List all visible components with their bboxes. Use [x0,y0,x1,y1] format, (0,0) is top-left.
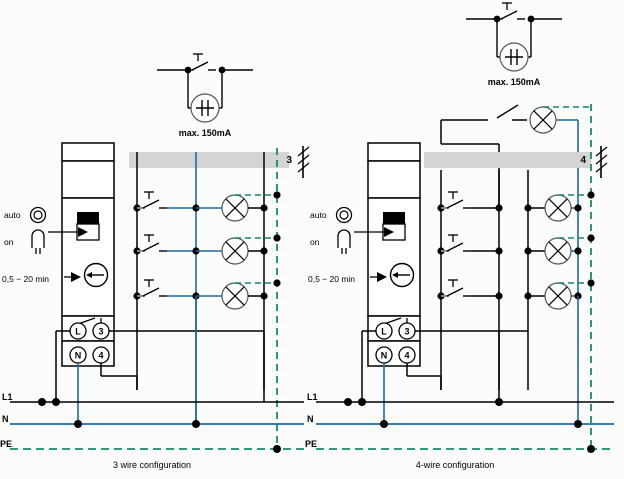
junction-dot [358,398,366,406]
on-mode-lamp-icon [31,229,45,248]
right-glow-lamp-label: max. 150mA [488,77,541,87]
junction-dot [38,398,46,406]
glow-lamp-icon [499,42,529,72]
right-module-annotations: auto on 0,5 − 20 min [308,206,394,284]
terminal-N-label: N [381,351,388,361]
terminal-4-label: 4 [98,351,103,361]
right-bus-label-N: N [307,414,314,424]
right-auto-label: auto [310,210,327,220]
terminal-4-label: 4 [404,351,409,361]
left-bus-label-N: N [2,414,9,424]
junction-dot [587,234,595,242]
terminal-3-label: 3 [98,327,103,337]
right-diagram-group: max. 150mA 4 [305,2,614,470]
right-glow-lamp-circuit: max. 150mA [466,2,562,87]
junction-dot [273,445,281,453]
left-time-range-label: 0,5 − 20 min [2,274,49,284]
junction-dot [52,398,60,406]
junction-dot [495,204,503,212]
junction-dot [260,204,268,212]
junction-dot [273,279,281,287]
right-row-2 [437,234,595,265]
right-bus-label-PE: PE [305,439,317,449]
right-wall-band [424,152,591,168]
time-pointer-arrow [71,272,81,282]
left-bus-label-L1: L1 [2,392,13,402]
auto-mode-icon-inner [33,210,43,220]
junction-dot [260,247,268,255]
right-row-1 [437,191,595,222]
lamp-3 [544,282,572,310]
left-band-number: 3 [286,155,292,166]
junction-dot [574,420,582,428]
terminal-L-label: L [75,327,81,337]
junction-dot [273,191,281,199]
left-bus-label-PE: PE [0,439,12,449]
auto-mode-icon-inner [339,210,349,220]
left-auto-label: auto [4,210,21,220]
junction-dot [587,191,595,199]
left-timer-module[interactable]: L 3 N 4 [61,142,115,367]
mode-pointer-arrow [78,227,88,237]
junction-dot [574,247,582,255]
junction-dot [74,420,82,428]
junction-dot [495,247,503,255]
junction-dot [192,420,200,428]
junction-dot [344,398,352,406]
mode-pointer-arrow [384,227,394,237]
terminal-3-label: 3 [404,327,409,337]
module-face [61,197,115,317]
terminal-N-label: N [75,351,82,361]
junction-dot [260,292,268,300]
mode-selector-indicator[interactable] [77,212,99,224]
lamp-3 [221,282,249,310]
knob-arrow-head [86,272,92,278]
junction-dot [574,204,582,212]
junction-dot [495,398,503,406]
junction-dot [273,234,281,242]
lamp-2 [221,237,249,265]
lamp-4-top [529,106,557,134]
module-upper-section [61,160,115,199]
junction-dot [587,445,595,453]
time-pointer-arrow [377,272,387,282]
right-caption: 4-wire configuration [416,460,495,470]
left-on-label: on [4,237,14,247]
left-module-annotations: auto on 0,5 − 20 min [2,206,88,284]
lamp-2 [544,237,572,265]
module-top-cap [61,142,115,162]
right-on-label: on [310,237,320,247]
right-timer-module[interactable]: L 3 N 4 [367,142,421,367]
left-caption: 3 wire configuration [113,460,191,470]
terminal-L-label: L [381,327,387,337]
left-wall-band [129,152,289,168]
left-row-1 [133,191,281,222]
module-upper-section [367,160,421,199]
module-top-cap [367,142,421,162]
mode-selector-indicator[interactable] [383,212,405,224]
junction-dot [380,420,388,428]
left-glow-lamp-circuit: max. 150mA [157,53,253,138]
on-mode-lamp-icon [337,229,351,248]
right-bus-label-L1: L1 [307,392,318,402]
lamp-1 [544,194,572,222]
left-glow-lamp-label: max. 150mA [179,128,232,138]
junction-dot [587,279,595,287]
right-row-3 [437,279,595,310]
top-switch-blade [496,104,519,119]
knob-arrow-head [392,272,398,278]
right-band-number: 4 [580,155,586,166]
right-time-range-label: 0,5 − 20 min [308,274,355,284]
lamp-1 [221,194,249,222]
glow-lamp-icon [190,93,220,123]
left-row-2 [133,234,281,265]
junction-dot [495,292,503,300]
left-diagram-group: max. 150mA 3 L 3 [0,53,310,470]
